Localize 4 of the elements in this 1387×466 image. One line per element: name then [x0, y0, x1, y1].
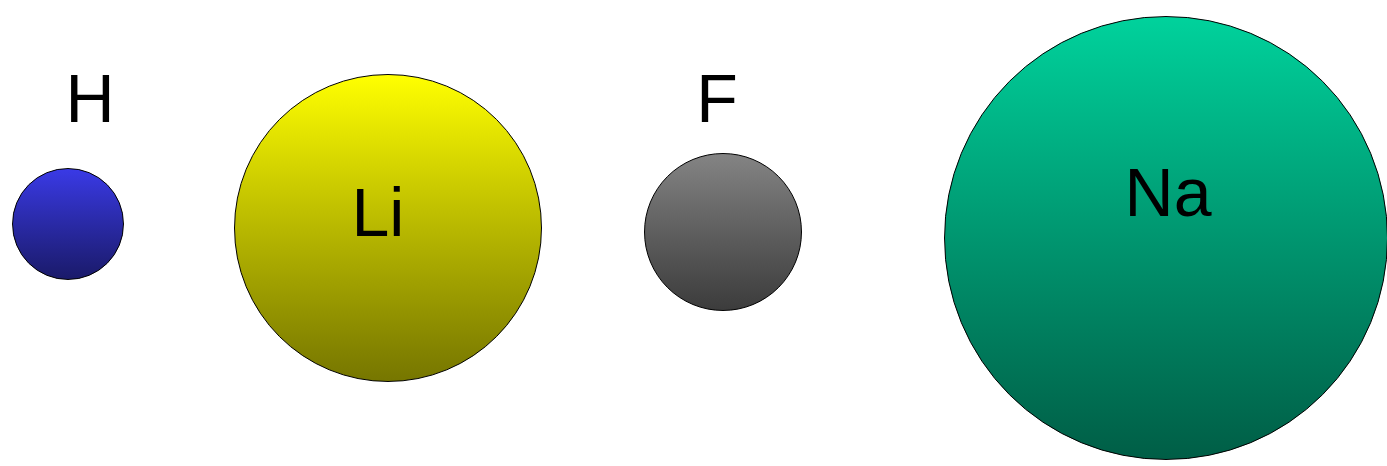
element-symbol: Li	[351, 178, 405, 246]
element-symbol: H	[65, 64, 115, 132]
element-symbol: Na	[1124, 158, 1212, 226]
element-symbol: F	[696, 64, 738, 132]
